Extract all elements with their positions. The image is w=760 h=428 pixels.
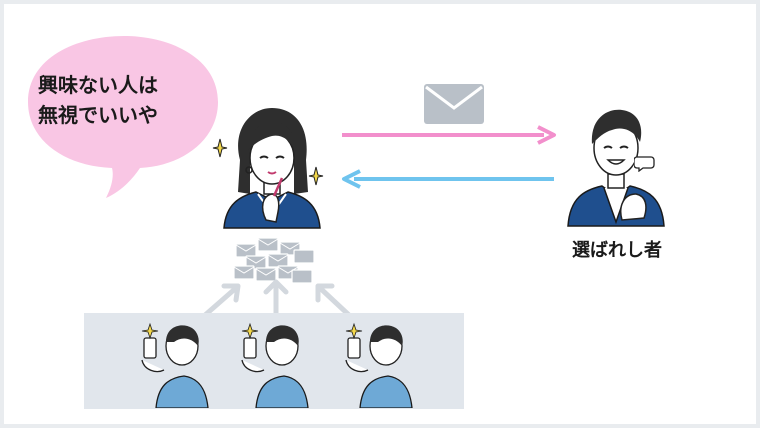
pink-arrow-right [342,125,556,145]
sparkle-icon [212,138,228,158]
gray-arrow-left [201,285,239,319]
speech-bubble-text: 興味ない人は 無視でいいや [38,70,198,130]
smartphone-icon [143,337,157,359]
woman-illustration [223,108,321,229]
gray-arrow-right [317,285,353,319]
envelope-pile [233,237,315,284]
speech-line-1: 興味ない人は [38,73,158,97]
sparkle-icon [308,166,324,186]
envelope-icon [424,84,484,124]
smartphone-icon [243,337,257,359]
chosen-one-caption: 選ばれし者 [572,240,662,261]
blue-arrow-left [342,169,554,189]
admirer-3 [345,322,413,408]
speech-bubble [28,36,218,198]
man-illustration [567,109,665,227]
admirer-1 [141,322,209,408]
speech-line-2: 無視でいいや [38,103,158,127]
gray-arrows-up [201,279,353,321]
admirer-2 [241,322,309,408]
chat-bubble-icon [634,156,655,172]
smartphone-icon [347,337,361,359]
